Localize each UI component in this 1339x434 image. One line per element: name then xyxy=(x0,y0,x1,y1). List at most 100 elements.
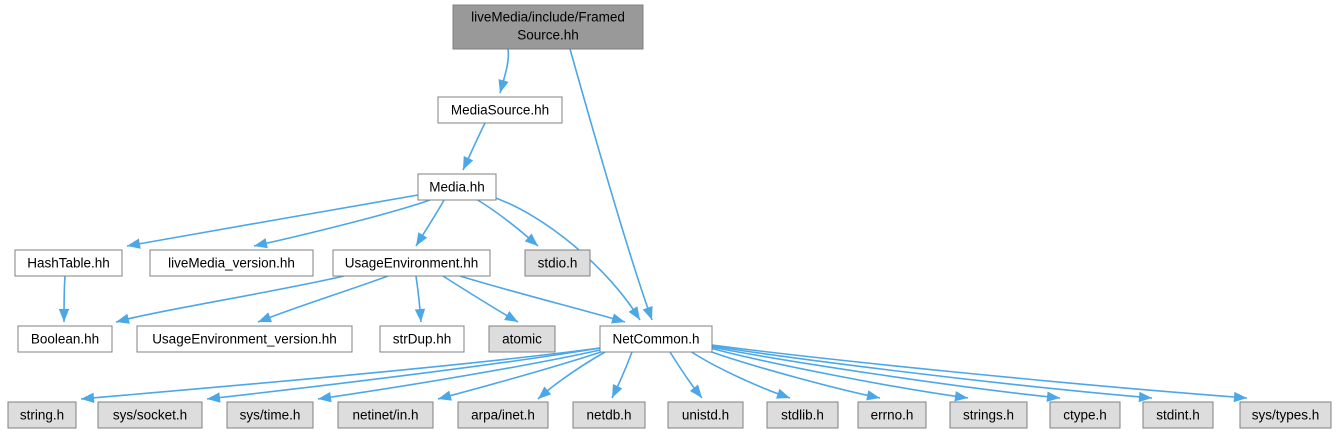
edge-netcommon-to-unistd xyxy=(669,351,703,399)
arrowhead-icon xyxy=(127,238,141,249)
edge-netcommon-to-errno xyxy=(705,349,881,401)
node-box[interactable] xyxy=(452,4,644,50)
arrowhead-icon xyxy=(776,388,790,399)
arrowhead-icon xyxy=(414,308,426,322)
node-mediasource[interactable]: MediaSource.hh xyxy=(437,96,563,124)
arrowhead-icon xyxy=(318,391,332,403)
edge-netcommon-to-arpainet xyxy=(537,351,606,400)
edge-hashtable-to-boolean xyxy=(58,275,70,323)
edge-media-to-livemediaversion xyxy=(253,199,431,249)
arrowhead-icon xyxy=(463,156,474,170)
edge-media-to-netcommon xyxy=(489,195,641,321)
node-box[interactable] xyxy=(766,401,839,429)
node-box[interactable] xyxy=(226,401,314,429)
edge-netcommon-to-netinetin xyxy=(437,351,602,401)
node-hashtable[interactable]: HashTable.hh xyxy=(14,249,123,277)
node-netcommon[interactable]: NetCommon.h xyxy=(599,325,713,353)
node-box[interactable] xyxy=(1049,401,1121,429)
node-box[interactable] xyxy=(337,401,434,429)
arrowhead-icon xyxy=(498,79,509,93)
arrowhead-icon xyxy=(116,313,130,324)
node-box[interactable] xyxy=(1142,401,1214,429)
node-box[interactable] xyxy=(14,249,123,277)
edge-netcommon-to-stdlib xyxy=(689,350,791,399)
node-netinetin[interactable]: netinet/in.h xyxy=(337,401,434,429)
edges-layer xyxy=(58,48,1248,404)
edge-netcommon-to-strings xyxy=(709,347,969,402)
edge-netcommon-to-syssocket xyxy=(206,347,601,403)
node-syssocket[interactable]: sys/socket.h xyxy=(97,401,203,429)
edge-netcommon-to-stdint xyxy=(711,345,1153,403)
arrowhead-icon xyxy=(58,308,70,322)
edge-framedsource-to-mediasource xyxy=(498,48,510,94)
edge-netcommon-to-systypes xyxy=(711,344,1248,403)
edge-usageenvironment-to-netcommon xyxy=(459,275,626,324)
arrowhead-icon xyxy=(254,238,268,249)
arrowhead-icon xyxy=(1138,391,1152,403)
node-systime[interactable]: sys/time.h xyxy=(226,401,314,429)
node-box[interactable] xyxy=(136,325,353,353)
node-netdb[interactable]: netdb.h xyxy=(572,401,646,429)
arrowhead-icon xyxy=(438,390,452,401)
edge-mediasource-to-media xyxy=(462,122,486,171)
edge-usageenvironment-to-boolean xyxy=(115,275,345,324)
arrowhead-icon xyxy=(612,384,623,398)
arrowhead-icon xyxy=(1046,391,1060,402)
node-stdlib[interactable]: stdlib.h xyxy=(766,401,839,429)
node-usageenvironment[interactable]: UsageEnvironment.hh xyxy=(332,249,491,277)
node-systypes[interactable]: sys/types.h xyxy=(1239,401,1332,429)
arrowhead-icon xyxy=(258,312,273,323)
node-box[interactable] xyxy=(457,401,549,429)
node-box[interactable] xyxy=(332,249,491,277)
node-box[interactable] xyxy=(97,401,203,429)
arrowhead-icon xyxy=(504,310,518,322)
node-box[interactable] xyxy=(7,401,77,429)
node-box[interactable] xyxy=(857,401,927,429)
nodes-layer: liveMedia/include/FramedSource.hhMediaSo… xyxy=(7,4,1332,429)
node-box[interactable] xyxy=(417,173,497,201)
node-box[interactable] xyxy=(149,249,314,277)
edge-media-to-stdio xyxy=(475,198,539,247)
node-strings[interactable]: strings.h xyxy=(949,401,1028,429)
node-stdio[interactable]: stdio.h xyxy=(524,249,591,277)
arrowhead-icon xyxy=(954,391,968,402)
node-livemediaversion[interactable]: liveMedia_version.hh xyxy=(149,249,314,277)
node-box[interactable] xyxy=(379,325,465,353)
node-media[interactable]: Media.hh xyxy=(417,173,497,201)
edge-media-to-usageenvironment xyxy=(415,199,445,247)
node-box[interactable] xyxy=(949,401,1028,429)
edge-usageenvironment-to-usageenvversion xyxy=(257,275,389,323)
node-strdup[interactable]: strDup.hh xyxy=(379,325,465,353)
node-box[interactable] xyxy=(437,96,563,124)
arrowhead-icon xyxy=(866,390,880,401)
arrowhead-icon xyxy=(642,306,653,320)
node-unistd[interactable]: unistd.h xyxy=(667,401,744,429)
node-stringh[interactable]: string.h xyxy=(7,401,77,429)
node-boolean[interactable]: Boolean.hh xyxy=(17,325,113,353)
node-usageenvversion[interactable]: UsageEnvironment_version.hh xyxy=(136,325,353,353)
edge-netcommon-to-netdb xyxy=(611,351,633,399)
arrowhead-icon xyxy=(1233,391,1247,403)
node-box[interactable] xyxy=(488,325,556,353)
edge-usageenvironment-to-atomic xyxy=(442,275,519,323)
arrowhead-icon xyxy=(611,313,625,324)
edge-usageenvironment-to-strdup xyxy=(414,275,426,323)
node-box[interactable] xyxy=(1239,401,1332,429)
arrowhead-icon xyxy=(416,232,428,246)
node-errno[interactable]: errno.h xyxy=(857,401,927,429)
node-box[interactable] xyxy=(17,325,113,353)
node-atomic[interactable]: atomic xyxy=(488,325,556,353)
node-box[interactable] xyxy=(599,325,713,353)
node-box[interactable] xyxy=(524,249,591,277)
node-box[interactable] xyxy=(667,401,744,429)
arrowhead-icon xyxy=(628,306,640,320)
node-ctype[interactable]: ctype.h xyxy=(1049,401,1121,429)
arrowhead-icon xyxy=(689,384,702,398)
node-arpainet[interactable]: arpa/inet.h xyxy=(457,401,549,429)
arrowhead-icon xyxy=(81,392,95,404)
node-box[interactable] xyxy=(572,401,646,429)
edge-netcommon-to-systime xyxy=(317,349,601,403)
node-stdint[interactable]: stdint.h xyxy=(1142,401,1214,429)
